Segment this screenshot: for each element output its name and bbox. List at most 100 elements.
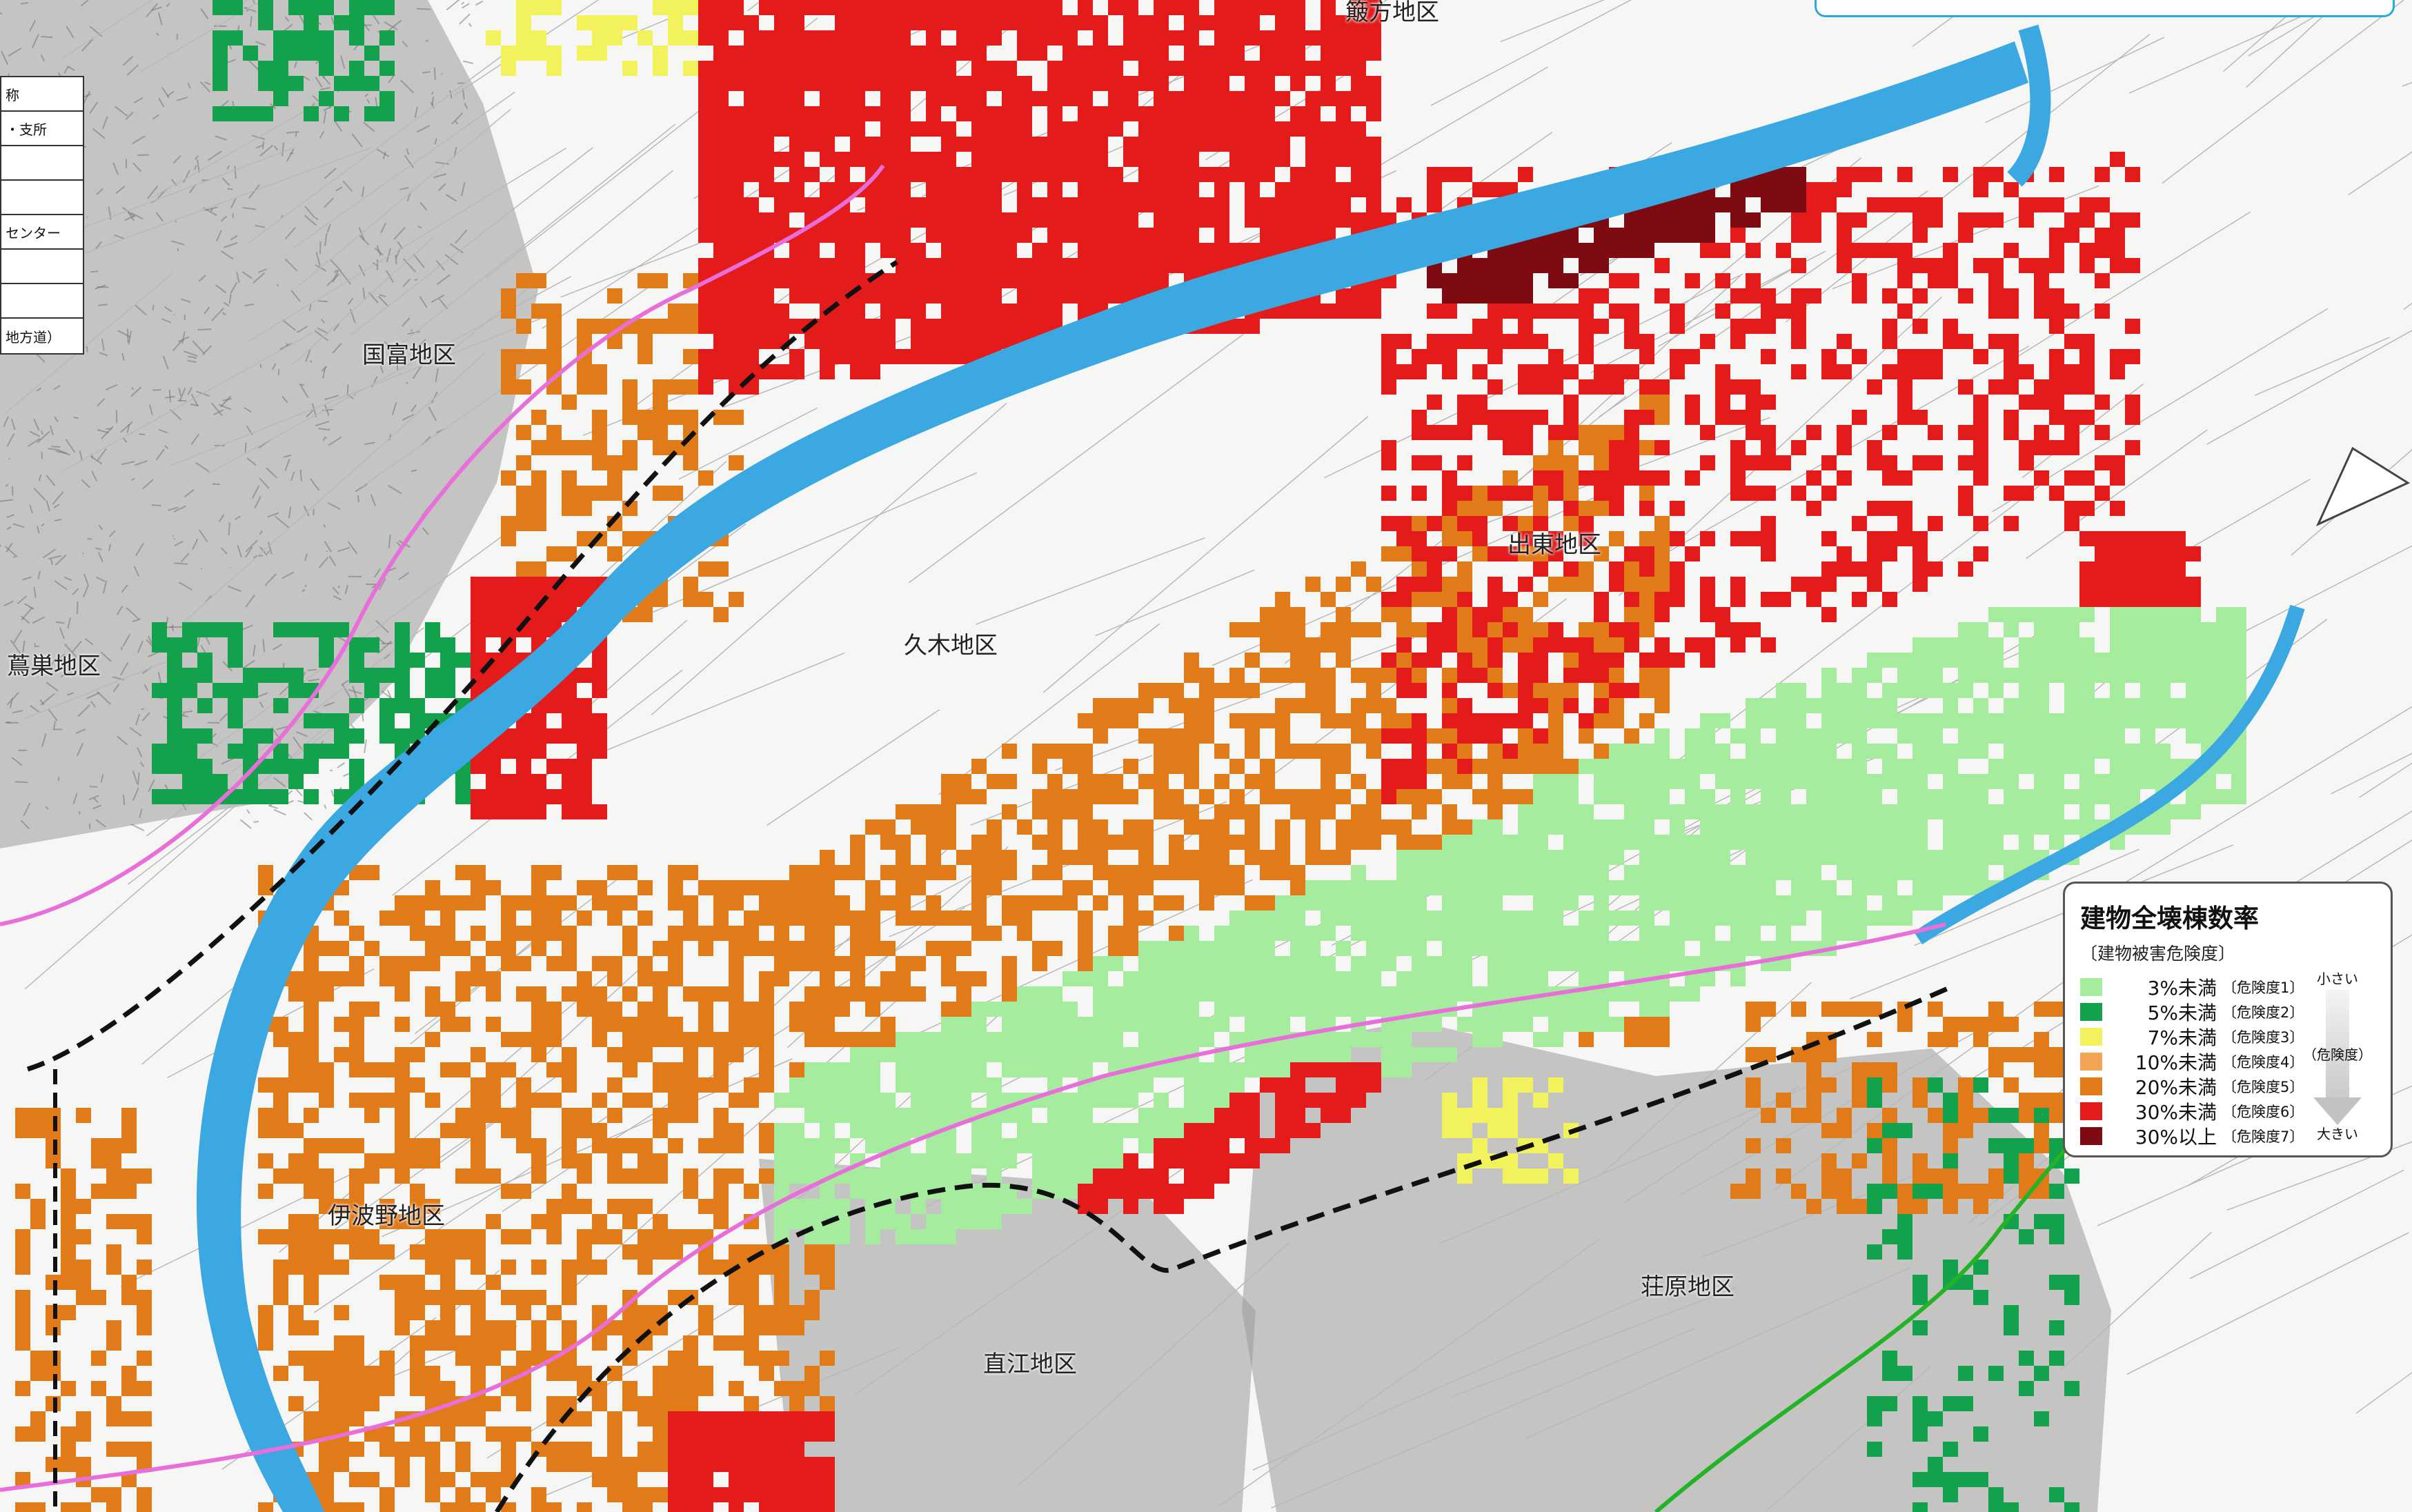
hazard-cell — [926, 941, 941, 956]
hazard-cell — [212, 46, 228, 61]
terrain-stroke — [239, 819, 252, 829]
hazard-cell — [971, 865, 987, 880]
hazard-cell — [471, 637, 486, 653]
hazard-cell — [1821, 880, 1837, 895]
hazard-cell — [1138, 835, 1154, 850]
hazard-cell — [1062, 46, 1078, 61]
hazard-cell — [1730, 637, 1746, 653]
terrain-stroke — [178, 388, 182, 397]
hazard-cell — [1229, 986, 1245, 1002]
hazard-cell — [1290, 653, 1305, 668]
hazard-cell — [1503, 334, 1518, 349]
hazard-cell — [1351, 91, 1366, 106]
hazard-cell — [1260, 0, 1275, 15]
hazard-cell — [1321, 30, 1336, 46]
hazard-cell — [1761, 744, 1776, 759]
hazard-cell — [1897, 304, 1912, 319]
hazard-cell — [592, 319, 607, 334]
hazard-cell — [956, 197, 971, 212]
hazard-cell — [1032, 1017, 1047, 1032]
hazard-cell — [1093, 106, 1108, 121]
hazard-cell — [713, 182, 729, 197]
terrain-stroke — [89, 101, 99, 114]
hazard-cell — [2140, 637, 2155, 653]
hazard-cell — [1078, 167, 1093, 182]
hazard-cell — [971, 91, 987, 106]
hazard-cell — [1882, 546, 1897, 561]
hazard-cell — [273, 759, 288, 774]
hazard-cell — [896, 152, 911, 167]
hazard-cell — [880, 91, 896, 106]
hazard-cell — [1032, 91, 1047, 106]
hazard-cell — [1624, 744, 1639, 759]
street-line — [1681, 1023, 1991, 1195]
hazard-cell — [1700, 653, 1715, 668]
hazard-cell — [182, 637, 197, 653]
terrain-stroke — [386, 248, 391, 263]
hazard-cell — [1503, 926, 1518, 941]
hazard-cell — [1169, 258, 1184, 273]
hazard-cell — [1305, 683, 1321, 698]
hazard-cell — [1988, 288, 2004, 304]
hazard-cell — [1882, 759, 1897, 774]
hazard-cell — [1336, 1032, 1351, 1047]
hazard-cell — [2140, 577, 2155, 592]
hazard-cell — [1457, 577, 1472, 592]
terrain-stroke — [83, 90, 91, 104]
hazard-cell — [911, 273, 926, 288]
hazard-cell — [698, 137, 713, 152]
hazard-cell — [2079, 212, 2095, 228]
hazard-cell — [637, 880, 653, 895]
hazard-cell — [1396, 774, 1412, 789]
hazard-cell — [1639, 941, 1654, 956]
hazard-cell — [2079, 243, 2095, 258]
hazard-cell — [1032, 319, 1047, 334]
hazard-cell — [1229, 789, 1245, 804]
hazard-cell — [1746, 1002, 1761, 1017]
hazard-cell — [1533, 243, 1548, 258]
hazard-cell — [1108, 121, 1123, 137]
hazard-cell — [1761, 880, 1776, 895]
hazard-cell — [577, 759, 592, 774]
hazard-cell — [1715, 304, 1730, 319]
terrain-stroke — [234, 166, 237, 179]
terrain-stroke — [475, 0, 484, 6]
hazard-cell — [1746, 243, 1761, 258]
hazard-cell — [1169, 137, 1184, 152]
hazard-cell — [1639, 334, 1654, 349]
hazard-cell — [1214, 61, 1229, 76]
hazard-cell — [1867, 865, 1882, 880]
hazard-cell — [1639, 789, 1654, 804]
hazard-cell — [2095, 698, 2110, 713]
hazard-cell — [2171, 531, 2186, 546]
hazard-cell — [1093, 986, 1108, 1002]
hazard-cell — [273, 46, 288, 61]
hazard-cell — [1093, 835, 1108, 850]
hazard-cell — [197, 622, 212, 637]
hazard-cell — [1533, 364, 1548, 379]
hazard-cell — [956, 1047, 971, 1062]
hazard-cell — [698, 364, 713, 379]
hazard-cell — [2216, 622, 2231, 637]
hazard-cell — [1336, 1002, 1351, 1017]
hazard-cell — [1169, 91, 1184, 106]
hazard-cell — [167, 637, 182, 653]
street-line — [2206, 330, 2412, 445]
hazard-cell — [1639, 835, 1654, 850]
hazard-cell — [1260, 607, 1275, 622]
terrain-stroke — [141, 708, 145, 710]
hazard-cell — [1487, 410, 1503, 425]
hazard-cell — [1806, 804, 1821, 819]
hazard-cell — [1427, 182, 1442, 197]
hazard-cell — [1002, 304, 1017, 319]
hazard-cell — [1427, 880, 1442, 895]
hazard-cell — [880, 243, 896, 258]
hazard-cell — [1381, 455, 1396, 470]
hazard-cell — [1184, 106, 1199, 121]
hazard-cell — [1670, 349, 1685, 364]
hazard-cell — [1154, 15, 1169, 30]
hazard-cell — [592, 46, 607, 61]
hazard-cell — [1138, 61, 1154, 76]
hazard-cell — [2125, 440, 2140, 455]
hazard-cell — [1776, 835, 1791, 850]
